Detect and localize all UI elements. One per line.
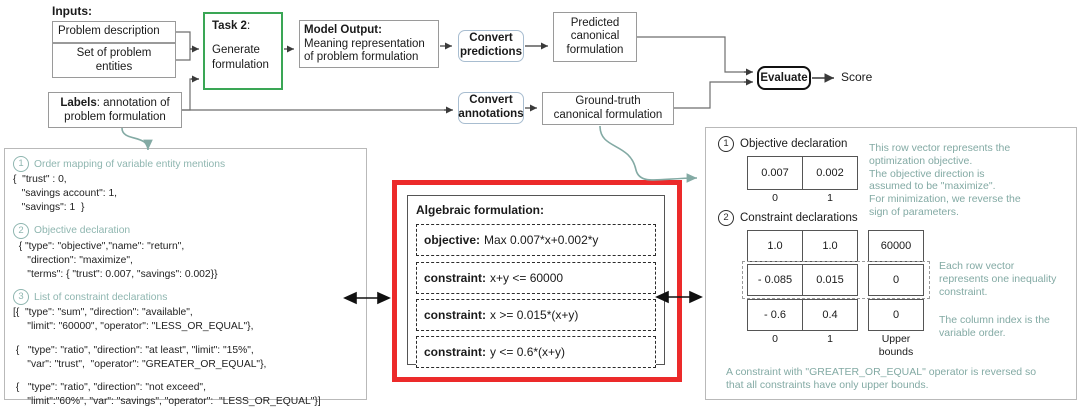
- objective-row-expr: Max 0.007*x+0.002*y: [484, 233, 599, 247]
- bound-cell-1: 0: [868, 264, 924, 296]
- left-section3-g1-l1: "var": "trust", "operator": "GREATER_OR_…: [13, 358, 267, 370]
- constraint-row-3-label: constraint:: [424, 345, 487, 359]
- right-section2-title: Constraint declarations: [740, 212, 858, 224]
- objective-col-label-1: 1: [827, 192, 833, 204]
- labels-line2: problem formulation: [64, 111, 166, 123]
- left-section3-title: List of constraint declarations: [34, 291, 168, 303]
- constraint-cell-0-1: 1.0: [802, 230, 858, 262]
- ground-truth-canonical-box: Ground-truth canonical formulation: [542, 92, 674, 125]
- model-output-box: Model Output: Meaning representation of …: [299, 20, 439, 68]
- constraint-cell-1-0: - 0.085: [747, 264, 803, 296]
- constraint-row-2: constraint: x >= 0.015*(x+y): [416, 299, 656, 331]
- labels-rest: : annotation of: [96, 96, 170, 109]
- constraint-row-3: constraint: y <= 0.6*(x+y): [416, 336, 656, 368]
- objective-cell-1: 0.002: [802, 156, 858, 190]
- objective-section-number-icon: 1: [718, 136, 734, 152]
- left-section3-g0-l1: "limit": "60000", "operator": "LESS_OR_E…: [13, 321, 254, 333]
- left-section3-g2-l1: "limit":"60%", "var": "savings", "operat…: [13, 396, 321, 408]
- task2-box: Task 2: Generate formulation: [203, 12, 283, 90]
- constraint-cell-2-1: 0.4: [802, 299, 858, 331]
- section-number-3-icon: 3: [13, 289, 29, 306]
- bound-cell-2: 0: [868, 299, 924, 331]
- left-section1-line-2: "savings": 1 }: [13, 202, 85, 214]
- right-matrix-panel: 1 Objective declaration 0.007 0.002 0 1 …: [705, 127, 1077, 400]
- task2-bold: Task 2: [212, 20, 247, 32]
- right-section2-header: 2 Constraint declarations: [718, 210, 858, 226]
- inputs-label: Inputs:: [52, 4, 92, 18]
- convert-annotations-box: Convert annotations: [458, 92, 524, 124]
- constraint-section-number-icon: 2: [718, 210, 734, 226]
- objective-row: objective: Max 0.007*x+0.002*y: [416, 224, 656, 256]
- left-section1-title: Order mapping of variable entity mention…: [34, 158, 226, 170]
- right-section1-header: 1 Objective declaration: [718, 136, 847, 152]
- labels-bold: Labels: [60, 96, 97, 109]
- constraint-row-1: constraint: x+y <= 60000: [416, 262, 656, 294]
- objective-row-label: objective:: [424, 233, 481, 247]
- problem-description-box: Problem description: [52, 21, 176, 43]
- left-section1-header: 1 Order mapping of variable entity menti…: [13, 156, 358, 172]
- constraint-row-3-expr: y <= 0.6*(x+y): [490, 345, 566, 359]
- left-section2-line-0: { "type": "objective","name": "return",: [13, 240, 185, 252]
- constraint-cell-0-0: 1.0: [747, 230, 803, 262]
- left-section3-g2-l0: { "type": "ratio", "direction": "not exc…: [13, 382, 206, 394]
- left-section3-header: 3 List of constraint declarations: [13, 289, 358, 306]
- model-output-line1: Meaning representation: [304, 37, 425, 50]
- bound-cell-0: 60000: [868, 230, 924, 262]
- left-section2-line-1: "direction": "maximize",: [13, 254, 133, 266]
- labels-box: Labels: annotation of problem formulatio…: [48, 92, 182, 128]
- constraint-cell-1-1: 0.015: [802, 264, 858, 296]
- left-section2-line-2: "terms": { "trust": 0.007, "savings": 0.…: [13, 269, 218, 281]
- upper-bounds-label: Upper bounds: [878, 333, 914, 358]
- constraint-cell-2-0: - 0.6: [747, 299, 803, 331]
- algebraic-formulation-inner-box: Algebraic formulation: objective: Max 0.…: [407, 195, 665, 368]
- set-of-problem-entities-box: Set of problem entities: [52, 43, 176, 78]
- highlighted-constraint-row: [742, 261, 930, 299]
- constraint-row-2-expr: x >= 0.015*(x+y): [490, 308, 579, 322]
- left-json-panel: 1 Order mapping of variable entity menti…: [4, 148, 367, 407]
- constraint-row-1-label: constraint:: [424, 271, 487, 285]
- model-output-title: Model Output:: [304, 24, 382, 36]
- left-section3-g0-l0: [{ "type": "sum", "direction": "availabl…: [13, 307, 193, 319]
- constraint-footer-note: A constraint with "GREATER_OR_EQUAL" ope…: [726, 366, 1037, 391]
- algebraic-formulation-title: Algebraic formulation:: [416, 203, 545, 217]
- left-section1-line-1: "savings account": 1,: [13, 188, 118, 200]
- model-output-line2: of problem formulation: [304, 51, 419, 64]
- convert-predictions-box: Convert predictions: [458, 30, 524, 62]
- algebraic-formulation-red-frame: Algebraic formulation: objective: Max 0.…: [392, 180, 682, 382]
- constraint-note-2: The column index is the variable order.: [939, 314, 1050, 339]
- constraint-row-2-label: constraint:: [424, 308, 487, 322]
- objective-cell-0: 0.007: [747, 156, 803, 190]
- right-section1-title: Objective declaration: [740, 138, 848, 150]
- constraint-col-label-1: 1: [827, 333, 833, 345]
- evaluate-box: Evaluate: [757, 66, 811, 90]
- left-section3-g1-l0: { "type": "ratio", "direction": "at leas…: [13, 344, 254, 356]
- task2-title: Task 2:: [212, 19, 274, 33]
- task2-body: Generate formulation: [212, 44, 269, 71]
- score-label: Score: [841, 70, 873, 84]
- constraint-note-1: Each row vector represents one inequalit…: [939, 260, 1057, 298]
- objective-col-label-0: 0: [772, 192, 778, 204]
- left-section1-line-0: { "trust" : 0,: [13, 174, 67, 185]
- constraint-col-label-0: 0: [772, 333, 778, 345]
- task2-colon: :: [246, 20, 251, 32]
- section-number-2-icon: 2: [13, 222, 29, 239]
- left-section2-header: 2 Objective declaration: [13, 222, 358, 239]
- objective-note: This row vector represents the optimizat…: [869, 142, 1021, 218]
- constraint-row-1-expr: x+y <= 60000: [490, 271, 564, 285]
- section-number-1-icon: 1: [13, 156, 29, 172]
- left-section2-title: Objective declaration: [34, 225, 131, 237]
- labels-line1: Labels: annotation of: [60, 96, 169, 110]
- predicted-canonical-box: Predicted canonical formulation: [553, 12, 637, 62]
